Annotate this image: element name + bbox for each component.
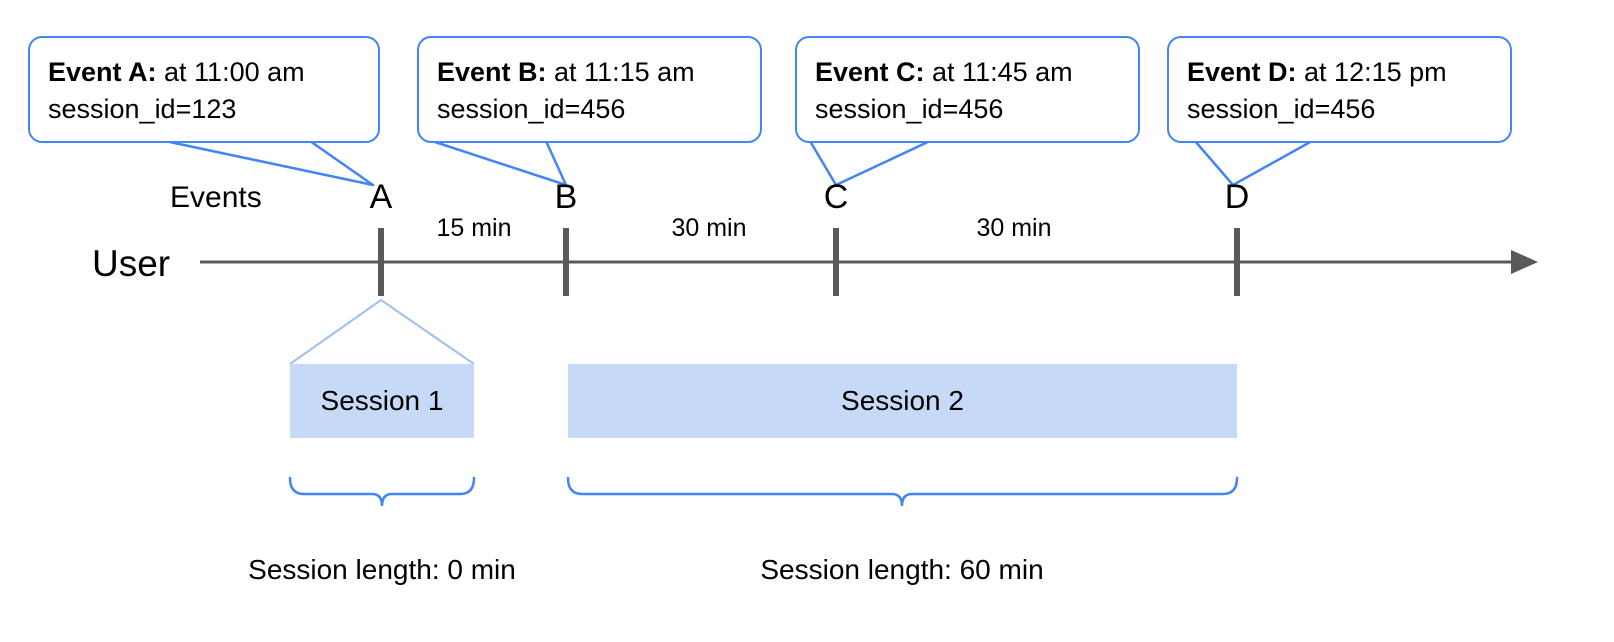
session-bar-2-label: Session 2 — [841, 385, 964, 416]
callout-event-a[interactable]: Event A: at 11:00 am session_id=123 — [28, 36, 380, 144]
callout-tail-b — [431, 139, 568, 187]
callout-event-d-bold: Event D: — [1187, 57, 1297, 87]
session-bar-1-label: Session 1 — [320, 385, 444, 416]
session-bar-2[interactable]: Session 2 — [568, 364, 1237, 438]
callout-tail-group — [164, 139, 1313, 187]
callout-event-b[interactable]: Event B: at 11:15 am session_id=456 — [417, 36, 762, 144]
gap-label-b-c: 30 min — [671, 214, 747, 242]
callout-event-a-line2: session_id=123 — [48, 93, 237, 124]
session-bar-1[interactable]: Session 1 — [290, 364, 474, 438]
session-1-length-caption: Session length: 0 min — [248, 554, 516, 585]
event-marker-label-a: A — [369, 178, 393, 216]
session-1-brace — [288, 476, 476, 507]
callout-event-b-bold: Event B: — [437, 57, 547, 87]
callout-event-d-line2: session_id=456 — [1187, 93, 1376, 124]
callout-tail-d — [1194, 139, 1313, 187]
callout-event-a-line1: Event A: at 11:00 am — [48, 54, 360, 91]
gap-label-c-d: 30 min — [976, 214, 1052, 242]
event-marker-label-b: B — [554, 178, 578, 216]
callout-event-b-line1: Event B: at 11:15 am — [437, 54, 742, 91]
callout-event-d-rest: at 12:15 pm — [1296, 57, 1447, 87]
callout-event-a-bold: Event A: — [48, 57, 157, 87]
event-marker-label-d: D — [1224, 178, 1250, 216]
callout-event-c-line2: session_id=456 — [815, 93, 1004, 124]
session-2-length-caption: Session length: 60 min — [760, 554, 1044, 585]
gap-label-a-b: 15 min — [436, 214, 512, 242]
callout-event-c-line1: Event C: at 11:45 am — [815, 54, 1120, 91]
callout-event-c-bold: Event C: — [815, 57, 925, 87]
session-2-brace — [566, 476, 1239, 507]
callout-event-a-rest: at 11:00 am — [156, 57, 305, 87]
row-label-user: User — [92, 243, 171, 284]
callout-event-b-rest: at 11:15 am — [546, 57, 695, 87]
row-label-events: Events — [170, 181, 262, 214]
session-brace-group — [288, 476, 1239, 507]
callout-tail-a — [164, 139, 375, 187]
callout-event-d[interactable]: Event D: at 12:15 pm session_id=456 — [1167, 36, 1512, 144]
event-marker-label-c: C — [823, 178, 849, 216]
callout-event-d-line1: Event D: at 12:15 pm — [1187, 54, 1492, 91]
session-1-connector — [289, 298, 475, 365]
callout-event-c-rest: at 11:45 am — [924, 57, 1073, 87]
callout-event-c[interactable]: Event C: at 11:45 am session_id=456 — [795, 36, 1140, 144]
callout-event-b-line2: session_id=456 — [437, 93, 626, 124]
